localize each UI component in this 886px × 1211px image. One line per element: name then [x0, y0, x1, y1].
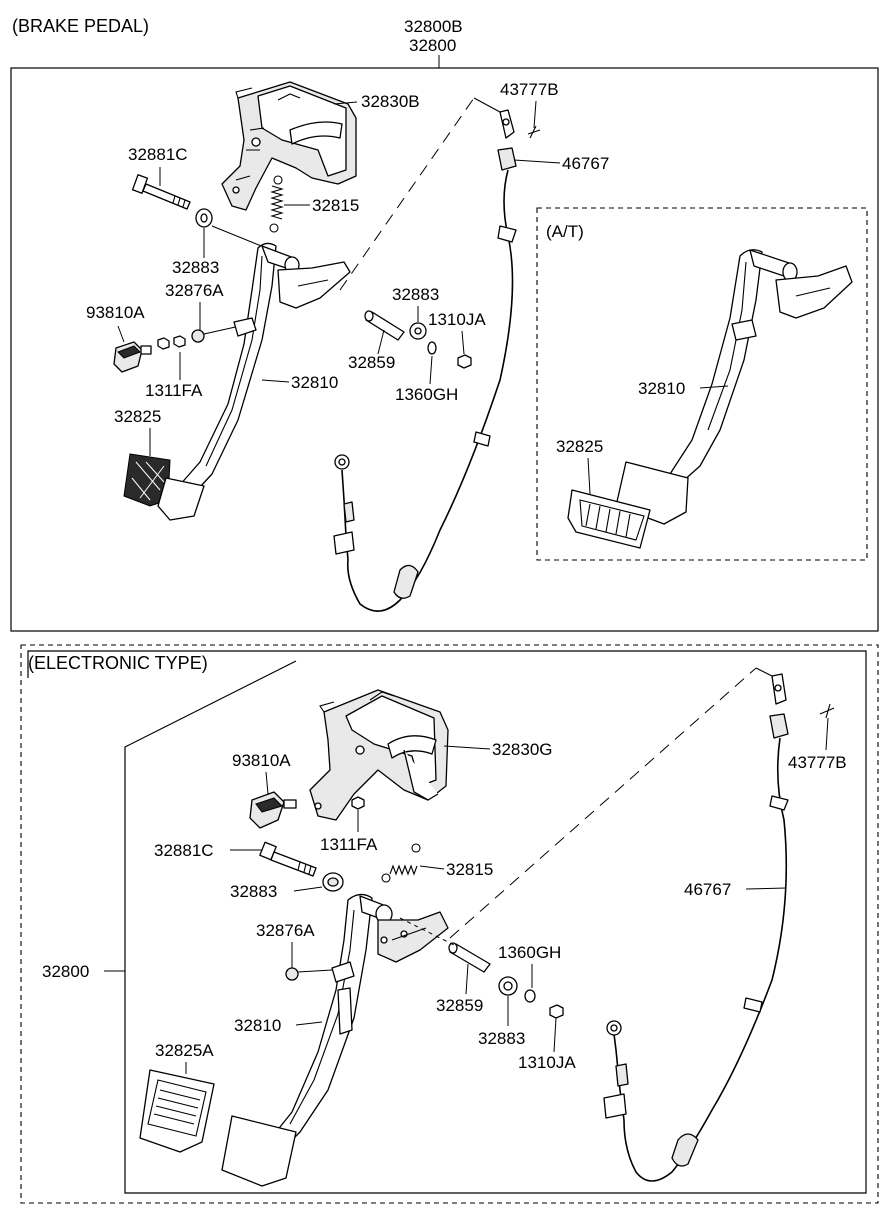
spring-32815	[269, 175, 284, 233]
nut-1311fa-top	[157, 335, 186, 350]
label-1311fa-top: 1311FA	[145, 381, 203, 400]
label-32830b: 32830B	[361, 92, 420, 111]
at-inset-header: (A/T)	[546, 222, 584, 241]
label-46767-electronic: 46767	[684, 880, 731, 899]
electronic-type-frame	[20, 644, 879, 1204]
bolt-32881c-electronic	[259, 841, 317, 877]
label-32881c-top: 32881C	[128, 145, 188, 164]
label-1311fa-electronic: 1311FA	[320, 835, 378, 854]
label-32825-at: 32825	[556, 437, 603, 456]
label-32883-top-left: 32883	[172, 258, 219, 277]
bushing-32883-right-electronic	[498, 976, 518, 996]
washer-1360gh-electronic	[524, 989, 536, 1003]
label-46767-top: 46767	[562, 154, 609, 173]
label-1310ja-top: 1310JA	[428, 310, 486, 329]
label-32810-electronic: 32810	[234, 1016, 281, 1035]
label-32830g: 32830G	[492, 740, 553, 759]
brake-pedal-header: (BRAKE PEDAL)	[12, 16, 149, 36]
label-32825a: 32825A	[155, 1041, 214, 1060]
stopper-32876a-electronic	[285, 967, 299, 981]
bolt-32881c	[131, 174, 191, 210]
label-43777b-electronic: 43777B	[788, 753, 847, 772]
label-32800-electronic: 32800	[42, 962, 89, 981]
washer-1360gh-top	[427, 341, 437, 355]
bracket-32830g	[309, 689, 449, 821]
label-32883-electronic-right: 32883	[478, 1029, 525, 1048]
label-32810-top: 32810	[291, 373, 338, 392]
nut-1311fa-electronic	[351, 796, 365, 810]
label-32825-top: 32825	[114, 407, 161, 426]
bushing-32883-left	[195, 208, 213, 228]
pin-32859-top	[364, 310, 405, 341]
electronic-type-header: (ELECTRONIC TYPE)	[28, 653, 208, 673]
label-32883-top-right: 32883	[392, 285, 439, 304]
label-32883-electronic-left: 32883	[230, 882, 277, 901]
assembly-label-32800B: 32800B	[404, 17, 463, 36]
label-1360gh-electronic: 1360GH	[498, 943, 561, 962]
label-32881c-electronic: 32881C	[154, 841, 214, 860]
pin-32859-electronic	[448, 942, 491, 973]
pedal-pad-32825a	[139, 1069, 297, 1187]
brake-pedal-frame	[10, 67, 879, 632]
bushing-32883-right-top	[409, 322, 427, 340]
label-93810a-electronic: 93810A	[232, 751, 291, 770]
label-1360gh-top: 1360GH	[395, 385, 458, 404]
label-32810-at: 32810	[638, 379, 685, 398]
spring-32815-electronic	[381, 843, 421, 883]
pedal-arm-32810-top	[171, 242, 351, 501]
cable-46767-top	[333, 109, 517, 612]
clip-43777b-electronic	[819, 703, 835, 719]
clip-43777b-top	[527, 125, 541, 139]
assembly-label-32800: 32800	[409, 36, 456, 55]
electronic-type-section: (ELECTRONIC TYPE) 32800 32830G 93810A 13…	[20, 644, 879, 1204]
label-93810a-top: 93810A	[86, 303, 145, 322]
switch-93810a-electronic	[249, 791, 297, 829]
at-inset: (A/T) 32810 32825	[536, 207, 868, 561]
label-43777b-top: 43777B	[500, 80, 559, 99]
nut-1310ja-top	[457, 354, 472, 369]
label-32815-electronic: 32815	[446, 860, 493, 879]
label-32859-electronic: 32859	[436, 996, 483, 1015]
label-1310ja-electronic: 1310JA	[518, 1053, 576, 1072]
pedal-pad-32825-top	[123, 453, 205, 521]
bracket-32830b	[221, 81, 357, 211]
stopper-32876a	[191, 329, 205, 343]
label-32876a-top: 32876A	[165, 281, 224, 300]
switch-93810a	[113, 341, 152, 373]
cable-46767-electronic	[603, 673, 789, 1182]
bushing-32883-left-electronic	[322, 872, 344, 892]
nut-1310ja-electronic	[549, 1004, 564, 1019]
label-32815-top: 32815	[312, 196, 359, 215]
label-32876a-electronic: 32876A	[256, 921, 315, 940]
brake-pedal-section: (BRAKE PEDAL) 32800B 32800 32830B 32881C	[10, 16, 879, 632]
label-32859-top: 32859	[348, 353, 395, 372]
pedal-arm-32810-electronic	[267, 893, 449, 1151]
